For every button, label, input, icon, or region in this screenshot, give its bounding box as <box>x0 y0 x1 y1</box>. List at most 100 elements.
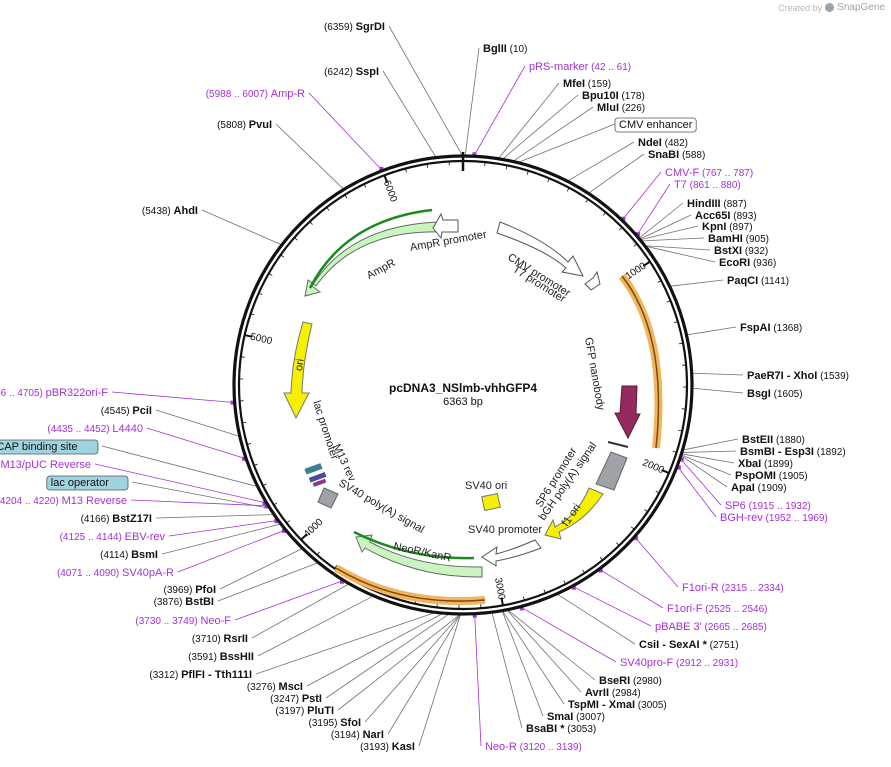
svg-text:(3969) PfoI: (3969) PfoI <box>164 584 216 596</box>
leader-sv40pro-f <box>521 607 617 663</box>
leader-bsmi <box>161 523 280 555</box>
enzyme-label-kasi[interactable]: (3193) KasI <box>360 741 415 753</box>
primer-label-cmv-f[interactable]: CMV-F (767 .. 787) <box>665 167 753 179</box>
primer-label-m13-puc-reverse[interactable]: (4217 .. 4239) M13/pUC Reverse <box>0 459 91 471</box>
t7-promoter-arrow[interactable] <box>584 270 601 291</box>
enzyme-label-bsabi-[interactable]: BsaBI * (3053) <box>526 723 596 735</box>
svg-text:(3195) SfoI: (3195) SfoI <box>309 717 361 729</box>
enzyme-label-mlui[interactable]: MluI (226) <box>597 102 645 114</box>
enzyme-label-pluti[interactable]: (3197) PluTI <box>275 705 334 717</box>
sv40-promoter-arrow[interactable] <box>481 539 542 567</box>
enzyme-label-hindiii[interactable]: HindIII (887) <box>687 198 747 210</box>
primer-label-neo-r[interactable]: Neo-R (3120 .. 3139) <box>485 741 582 753</box>
primer-label-f1ori-f[interactable]: F1ori-F (2525 .. 2546) <box>667 603 768 615</box>
m13-rev-box[interactable] <box>308 472 327 483</box>
primer-label-pbabe-3-[interactable]: pBABE 3' (2665 .. 2685) <box>655 621 767 633</box>
enzyme-label-snabi[interactable]: SnaBI (588) <box>648 149 705 161</box>
svg-text:(3710) RsrII: (3710) RsrII <box>192 633 248 645</box>
primer-label-sv40pro-f[interactable]: SV40pro-F (2912 .. 2931) <box>620 657 738 669</box>
svg-text:BglII (10): BglII (10) <box>483 43 527 55</box>
neor-kanr-arrow[interactable] <box>355 534 483 578</box>
gfp-track-line <box>621 275 660 449</box>
bgh-polya-marker[interactable] <box>595 451 628 491</box>
cmv-promoter-arrow[interactable] <box>496 221 584 277</box>
enzyme-label-bamhi[interactable]: BamHI (905) <box>708 233 769 245</box>
enzyme-label-bpu10i[interactable]: Bpu10I (178) <box>582 90 645 102</box>
primer-label-sv40pa-r[interactable]: (4071 .. 4090) SV40pA-R <box>57 567 174 579</box>
enzyme-label-ahdi[interactable]: (5438) AhdI <box>142 205 198 217</box>
primer-label-pbr322ori-f[interactable]: (4686 .. 4705) pBR322ori-F <box>0 387 108 399</box>
backbone-tick <box>294 237 298 241</box>
enzyme-label-sfoi[interactable]: (3195) SfoI <box>309 717 361 729</box>
enzyme-label-pfoi[interactable]: (3969) PfoI <box>164 584 216 596</box>
cap-binding-box[interactable] <box>312 478 327 487</box>
enzyme-label-pflfi-tth111i[interactable]: (3312) PflFI - Tth111I <box>149 669 252 681</box>
svg-text:EcoRI (936): EcoRI (936) <box>719 257 776 269</box>
feature-label-cmv-enhancer[interactable]: CMV enhancer <box>614 117 697 133</box>
leader-snabi <box>588 153 645 194</box>
enzyme-label-acc65i[interactable]: Acc65I (893) <box>695 210 757 222</box>
sv40-ori-box[interactable] <box>481 492 501 512</box>
enzyme-label-bstz17i[interactable]: (4166) BstZ17I <box>81 513 152 525</box>
enzyme-label-rsrii[interactable]: (3710) RsrII <box>192 633 248 645</box>
primer-site-marker <box>472 613 477 618</box>
ampr-arrow[interactable] <box>304 221 441 297</box>
enzyme-label-bglii[interactable]: BglII (10) <box>483 43 527 55</box>
backbone-tick <box>280 254 285 258</box>
primer-label-sp6[interactable]: SP6 (1915 .. 1932) <box>725 500 811 512</box>
primer-label-t7[interactable]: T7 (861 .. 880) <box>674 179 741 191</box>
feature-label-cap-binding-site[interactable]: CAP binding site <box>0 439 99 455</box>
svg-text:SV40pro-F (2912 .. 2931): SV40pro-F (2912 .. 2931) <box>620 657 738 669</box>
enzyme-label-nari[interactable]: (3194) NarI <box>331 729 384 741</box>
enzyme-label-bsshii[interactable]: (3591) BssHII <box>188 651 254 663</box>
enzyme-label-bstbi[interactable]: (3876) BstBI <box>154 596 214 608</box>
backbone-tick <box>250 313 255 316</box>
enzyme-label-apai[interactable]: ApaI (1909) <box>731 482 787 494</box>
enzyme-label-bseri[interactable]: BseRI (2980) <box>599 675 662 687</box>
primer-label-m13-reverse[interactable]: (4204 .. 4220) M13 Reverse <box>0 495 127 507</box>
enzyme-label-mfei[interactable]: MfeI (159) <box>563 78 611 90</box>
primer-label-neo-f[interactable]: (3730 .. 3749) Neo-F <box>135 615 231 627</box>
leader-ebv-rev <box>168 520 278 537</box>
sv40-polya-marker[interactable] <box>317 487 339 509</box>
feature-label-box <box>614 117 697 133</box>
svg-text:BseRI (2980): BseRI (2980) <box>599 675 662 687</box>
enzyme-label-smai[interactable]: SmaI (3007) <box>547 711 605 723</box>
enzyme-label-sspi[interactable]: (6242) SspI <box>324 66 379 78</box>
primer-label-l4440[interactable]: (4435 .. 4452) L4440 <box>47 423 143 435</box>
enzyme-label-ndei[interactable]: NdeI (482) <box>638 137 688 149</box>
enzyme-label-avrii[interactable]: AvrII (2984) <box>585 687 641 699</box>
enzyme-label-bsmi[interactable]: (4114) BsmI <box>100 549 158 561</box>
enzyme-label-pcii[interactable]: (4545) PciI <box>101 405 152 417</box>
enzyme-label-fspai[interactable]: FspAI (1368) <box>740 322 802 334</box>
gfp-nanobody-arrow[interactable] <box>614 385 641 440</box>
primer-label-prs-marker[interactable]: pRS-marker (42 .. 61) <box>529 61 631 73</box>
lac-operator-box[interactable] <box>304 463 323 475</box>
enzyme-label-xbai[interactable]: XbaI (1899) <box>738 458 793 470</box>
enzyme-label-msci[interactable]: (3276) MscI <box>247 681 303 693</box>
primer-label-bgh-rev[interactable]: BGH-rev (1952 .. 1969) <box>720 512 828 524</box>
enzyme-label-csii-sexai-[interactable]: CsiI - SexAI * (2751) <box>639 639 739 651</box>
enzyme-label-bsteii[interactable]: BstEII (1880) <box>742 434 805 446</box>
backbone-tick <box>633 243 638 247</box>
enzyme-label-bstxi[interactable]: BstXI (932) <box>714 245 768 257</box>
f1-ori-arrow[interactable] <box>544 487 604 540</box>
enzyme-label-psti[interactable]: (3247) PstI <box>270 693 322 705</box>
enzyme-label-pspomi[interactable]: PspOMI (1905) <box>735 470 808 482</box>
enzyme-label-paqci[interactable]: PaqCI (1141) <box>727 275 789 287</box>
enzyme-label-kpni[interactable]: KpnI (897) <box>702 221 753 233</box>
enzyme-label-ecori[interactable]: EcoRI (936) <box>719 257 776 269</box>
enzyme-label-tspmi-xmai[interactable]: TspMI - XmaI (3005) <box>568 699 667 711</box>
primer-label-f1ori-r[interactable]: F1ori-R (2315 .. 2334) <box>682 582 784 594</box>
ori-arrow[interactable] <box>283 321 313 420</box>
enzyme-label-bsgi[interactable]: BsgI (1605) <box>747 388 803 400</box>
enzyme-label-bsmbi-esp3i[interactable]: BsmBI - Esp3I (1892) <box>740 446 846 458</box>
ampr-promoter-arrow[interactable] <box>432 212 459 240</box>
enzyme-label-pvui[interactable]: (5808) PvuI <box>217 119 272 131</box>
primer-label-amp-r[interactable]: (5988 .. 6007) Amp-R <box>206 88 305 100</box>
enzyme-label-sgrdi[interactable]: (6359) SgrDI <box>324 21 385 33</box>
feature-label-lac-operator[interactable]: lac operator <box>46 475 129 491</box>
primer-label-ebv-rev[interactable]: (4125 .. 4144) EBV-rev <box>60 531 166 543</box>
backbone-tick <box>363 183 367 188</box>
enzyme-label-paer7i-xhoi[interactable]: PaeR7I - XhoI (1539) <box>747 370 849 382</box>
